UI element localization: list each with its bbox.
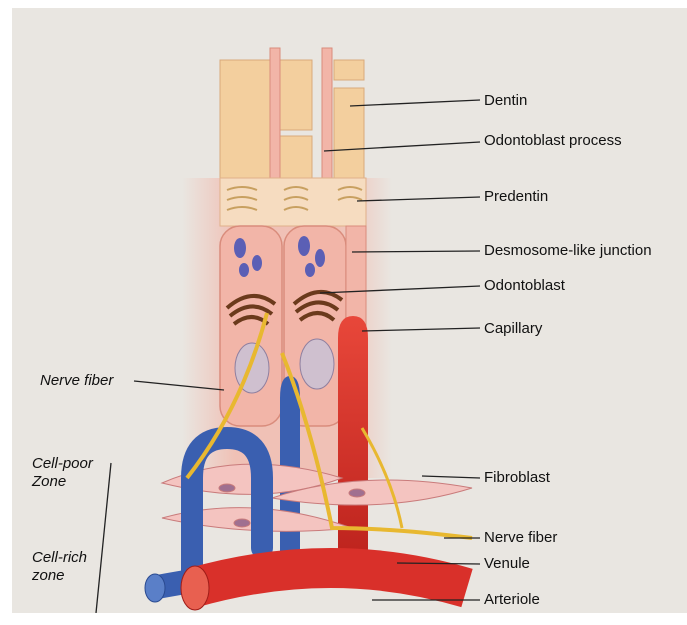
arteriole (192, 568, 467, 588)
label-arteriole: Arteriole (484, 592, 540, 608)
dental-pulp-illustration (12, 8, 687, 613)
label-nerve-fiber-right: Nerve fiber (484, 530, 557, 546)
book-page: Dentin Odontoblast process Predentin Des… (12, 8, 687, 613)
label-predentin: Predentin (484, 189, 548, 205)
label-capillary: Capillary (484, 321, 542, 337)
label-zone-lower: zone (32, 568, 65, 584)
label-dentin: Dentin (484, 93, 527, 109)
label-cell-rich: Cell-rich (32, 550, 87, 566)
label-odontoblast-process: Odontoblast process (484, 133, 622, 149)
fibroblasts (162, 464, 472, 531)
label-fibroblast: Fibroblast (484, 470, 550, 486)
label-venule: Venule (484, 556, 530, 572)
predentin-layer (220, 178, 366, 226)
label-nerve-fiber-left: Nerve fiber (40, 373, 113, 389)
capillary-vessel (338, 316, 368, 588)
dentin-layer (220, 48, 364, 188)
label-zone: Zone (32, 474, 66, 490)
label-cell-poor: Cell-poor (32, 456, 93, 472)
label-odontoblast: Odontoblast (484, 278, 565, 294)
label-desmosome-like-junction: Desmosome-like junction (484, 243, 652, 259)
